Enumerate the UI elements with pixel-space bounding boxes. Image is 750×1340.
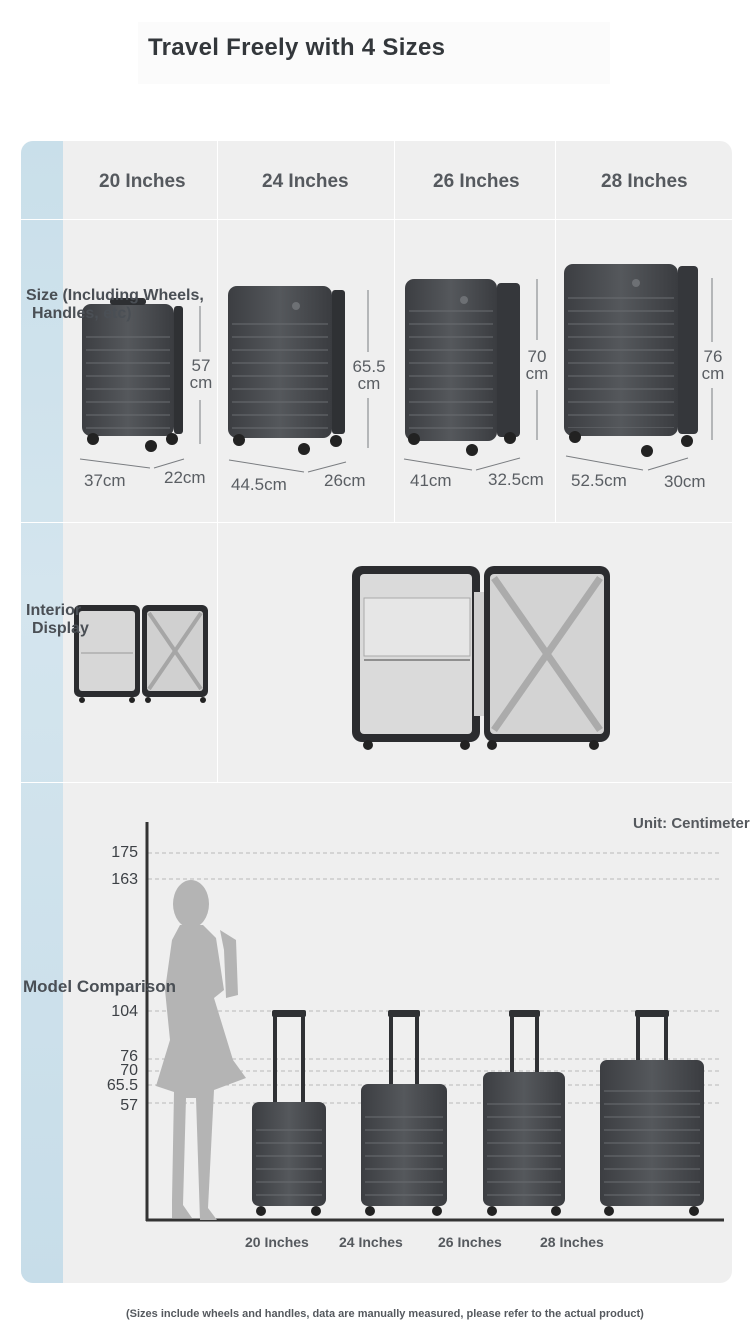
tick-label: 76 <box>120 1048 138 1065</box>
grid-line <box>21 219 732 220</box>
page-title: Travel Freely with 4 Sizes <box>148 34 446 61</box>
x-label-26: 26 Inches <box>438 1234 502 1250</box>
compare-suitcase-26 <box>483 1010 565 1216</box>
width-28: 52.5cm <box>571 471 627 490</box>
compare-suitcase-24 <box>361 1010 447 1216</box>
depth-24: 26cm <box>324 471 366 490</box>
size-row-label-line2: Handles, etc) <box>32 305 132 322</box>
compare-suitcase-28 <box>600 1010 704 1216</box>
column-header-20: 20 Inches <box>99 171 186 192</box>
tick-label: 175 <box>111 844 138 861</box>
depth-20: 22cm <box>164 468 206 487</box>
model-row-label: Model Comparison <box>23 977 177 996</box>
tick-label: 104 <box>111 1003 138 1020</box>
grid-line <box>394 141 395 522</box>
height-unit: cm <box>525 364 549 383</box>
width-20: 37cm <box>84 471 126 490</box>
height-value: 65.5 <box>352 357 386 376</box>
width-24: 44.5cm <box>231 475 287 494</box>
unit-label: Unit: Centimeters <box>633 815 750 832</box>
dimension-lines <box>79 278 713 473</box>
tick-label: 70 <box>120 1062 138 1079</box>
compare-suitcase-20 <box>252 1010 326 1216</box>
title-background <box>138 22 610 84</box>
grid-line <box>555 141 556 522</box>
tick-label: 57 <box>120 1097 138 1114</box>
interior-small <box>74 605 208 703</box>
grid-line <box>21 522 732 523</box>
grid-line <box>217 522 218 782</box>
suitcase-26 <box>405 279 520 456</box>
width-26: 41cm <box>410 471 452 490</box>
size-row-label-line1: Size (Including Wheels, <box>26 287 204 304</box>
row-label-stripe <box>21 141 63 1283</box>
tick-label: 163 <box>111 871 138 888</box>
x-label-24: 24 Inches <box>339 1234 403 1250</box>
column-header-28: 28 Inches <box>601 171 688 192</box>
suitcase-28 <box>564 264 698 457</box>
suitcase-24 <box>228 286 345 455</box>
interior-large <box>352 566 610 750</box>
x-label-20: 20 Inches <box>245 1234 309 1250</box>
interior-row-label-line1: Interior <box>26 602 82 619</box>
height-value: 70 <box>527 347 547 366</box>
column-header-24: 24 Inches <box>262 171 349 192</box>
interior-row-label-line2: Display <box>32 620 89 637</box>
suitcase-20 <box>82 298 183 452</box>
height-unit: cm <box>189 373 213 392</box>
column-header-26: 26 Inches <box>433 171 520 192</box>
tick-label: 65.5 <box>106 1077 138 1094</box>
depth-26: 32.5cm <box>488 470 544 489</box>
person-silhouette <box>156 880 246 1220</box>
height-value: 76 <box>703 347 723 366</box>
height-value: 57 <box>191 356 211 375</box>
grid-line <box>217 141 218 522</box>
footnote: (Sizes include wheels and handles, data … <box>126 1308 644 1320</box>
x-label-28: 28 Inches <box>540 1234 604 1250</box>
depth-28: 30cm <box>664 472 706 491</box>
height-unit: cm <box>357 374 381 393</box>
grid-line <box>21 782 732 783</box>
height-unit: cm <box>701 364 725 383</box>
